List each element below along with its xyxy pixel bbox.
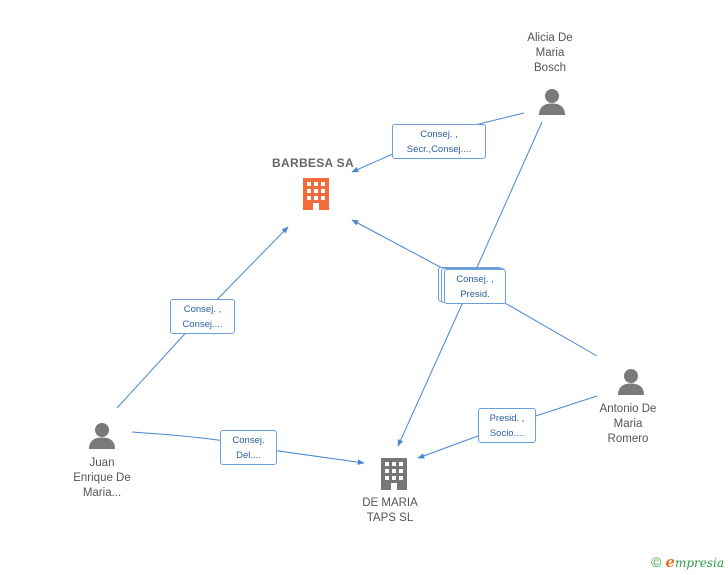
person-icon[interactable] [616, 368, 646, 396]
brand-logo: empresia [665, 553, 724, 571]
node-label-line: Maria... [82, 487, 122, 499]
edge-label-line: Consej. , [183, 304, 222, 315]
edge-label-line: Secr.,Consej.... [406, 144, 472, 155]
node-label-juan[interactable]: Juan Enrique De Maria... [52, 456, 152, 501]
brand-logo-initial: e [665, 553, 675, 571]
building-icon[interactable] [378, 456, 410, 492]
edge-label-line: Presid. , [489, 413, 525, 424]
copyright-icon: © [651, 554, 662, 570]
node-label-barbesa[interactable]: BARBESA SA [257, 156, 369, 171]
edge-label-line: Consej.... [182, 319, 223, 330]
node-label-line: DE MARIA [362, 497, 418, 509]
edge-label-antonio-demaria[interactable]: Presid. , Socio.... [478, 408, 536, 443]
node-label-demaria[interactable]: DE MARIA TAPS SL [340, 496, 440, 526]
node-label-line: Juan [89, 457, 115, 469]
edge-label-line: Del.... [236, 450, 261, 461]
edge-label-line: Consej. , [420, 129, 458, 140]
node-label-line: Maria [613, 418, 643, 430]
edge-label-alicia-barbesa[interactable]: Consej. , Secr.,Consej.... [392, 124, 486, 159]
edge-label-line: Presid. [460, 289, 490, 300]
person-icon[interactable] [537, 88, 567, 116]
building-icon[interactable] [300, 176, 332, 212]
node-label-line: Enrique De [73, 472, 131, 484]
edge-label-juan-demaria[interactable]: Consej. Del.... [220, 430, 277, 465]
node-label-line: Romero [607, 433, 649, 445]
edge-label-line: Consej. [232, 435, 265, 446]
node-label-line: BARBESA SA [272, 156, 354, 170]
node-label-line: Maria [535, 47, 565, 59]
edge-label-line: Socio.... [489, 428, 525, 439]
node-label-line: Alicia De [527, 32, 573, 44]
node-label-line: TAPS SL [366, 512, 414, 524]
edge-label-antonio-barbesa[interactable]: Consej. , Presid. [444, 269, 506, 304]
edge-alicia-demaria [469, 121, 543, 284]
person-icon[interactable] [87, 422, 117, 450]
node-label-antonio[interactable]: Antonio De Maria Romero [578, 402, 678, 447]
node-label-line: Bosch [534, 62, 566, 74]
node-label-line: Antonio De [599, 403, 657, 415]
edge-label-juan-barbesa[interactable]: Consej. , Consej.... [170, 299, 235, 334]
footer-brand: ©empresia [651, 553, 724, 571]
node-label-alicia[interactable]: Alicia De Maria Bosch [500, 31, 600, 76]
edge-stack-demaria [397, 301, 464, 447]
edge-label-line: Consej. , [456, 274, 494, 285]
brand-logo-text: mpresia [674, 556, 724, 570]
